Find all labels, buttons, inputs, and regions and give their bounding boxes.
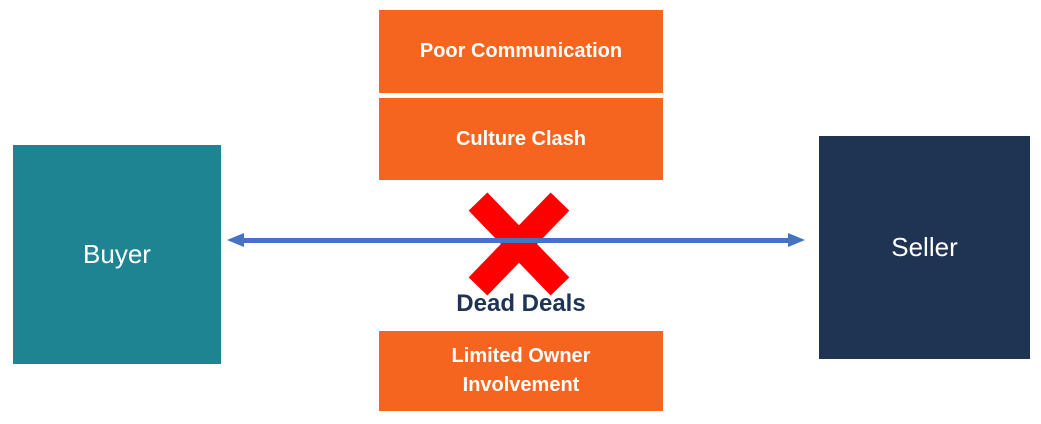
reason-box-limited-owner-involvement: Limited Owner Involvement <box>379 331 663 411</box>
reason-label-limited-owner-involvement: Limited Owner Involvement <box>451 345 591 396</box>
seller-label: Seller <box>891 232 958 262</box>
seller-box: Seller <box>819 136 1030 359</box>
arrowhead-right-icon <box>788 233 805 247</box>
reason-box-culture-clash: Culture Clash <box>379 98 663 180</box>
double-arrow-line <box>240 238 790 243</box>
arrowhead-left-icon <box>227 233 244 247</box>
reason-label-culture-clash: Culture Clash <box>455 127 587 150</box>
x-mark-icon <box>468 192 569 296</box>
dead-deals-label: Dead Deals <box>456 290 586 317</box>
buyer-box: Buyer <box>13 145 221 364</box>
reason-label-poor-communication: Poor Communication <box>419 40 623 62</box>
reason-box-poor-communication: Poor Communication <box>379 10 663 93</box>
buyer-label: Buyer <box>83 239 151 269</box>
